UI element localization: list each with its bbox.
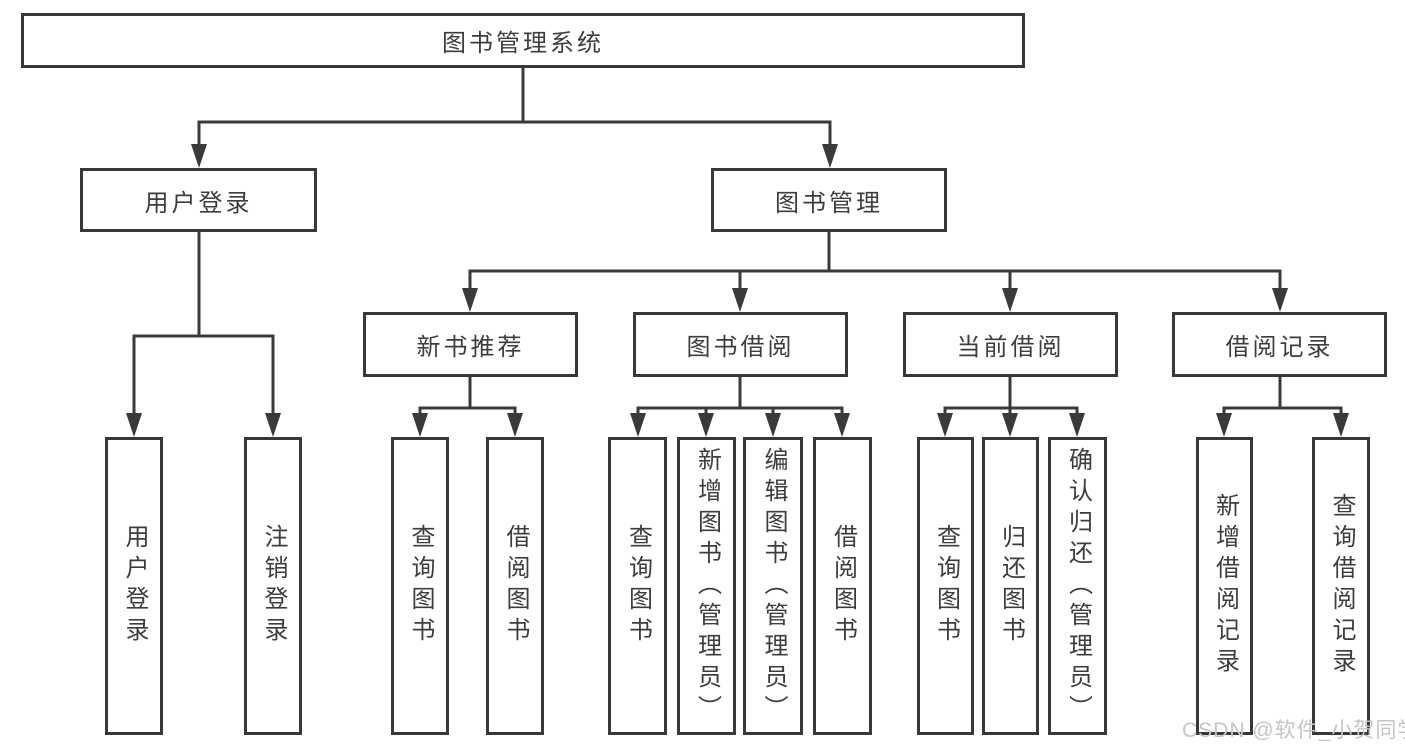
node-label: 确认归还（管理员） <box>1064 446 1092 726</box>
node-label: 当前借阅 <box>956 334 1065 361</box>
node-borrow-books-recommend: 借阅图书 <box>486 437 544 735</box>
arrowheads <box>126 144 1349 437</box>
node-label: 编辑图书（管理员） <box>760 446 787 726</box>
node-label: 新增图书（管理员） <box>693 446 721 726</box>
node-book-management: 图书管理 <box>711 168 947 232</box>
node-new-book-recommendation: 新书推荐 <box>363 312 578 377</box>
node-label: 注销登录 <box>260 524 287 648</box>
node-label: 图书管理 <box>775 189 883 217</box>
node-query-borrow-record: 查询借阅记录 <box>1312 437 1370 735</box>
node-add-books-admin: 新增图书（管理员） <box>677 437 736 735</box>
node-label: 图书借阅 <box>686 334 795 361</box>
node-label: 图书管理系统 <box>442 30 604 57</box>
node-library-management-system: 图书管理系统 <box>21 13 1025 68</box>
node-label: 新书推荐 <box>416 334 525 361</box>
node-add-borrow-record: 新增借阅记录 <box>1196 437 1253 735</box>
node-logout-leaf: 注销登录 <box>244 437 302 735</box>
node-label: 归还图书 <box>997 524 1025 648</box>
node-return-books: 归还图书 <box>982 437 1039 735</box>
node-edit-books-admin: 编辑图书（管理员） <box>743 437 803 735</box>
node-borrowing-records: 借阅记录 <box>1172 312 1387 377</box>
node-current-borrowing: 当前借阅 <box>903 312 1118 377</box>
node-borrow-books-leaf: 借阅图书 <box>813 437 872 735</box>
node-label: 查询图书 <box>932 524 960 648</box>
connector-lines <box>132 66 1343 419</box>
node-query-books-recommend: 查询图书 <box>391 437 449 735</box>
node-label: 查询图书 <box>407 524 434 648</box>
node-label: 借阅图书 <box>502 524 529 648</box>
node-label: 用户登录 <box>121 524 148 648</box>
node-user-login: 用户登录 <box>80 168 317 232</box>
node-label: 新增借阅记录 <box>1211 493 1239 679</box>
node-label: 查询借阅记录 <box>1328 493 1355 679</box>
node-label: 借阅图书 <box>829 524 857 648</box>
node-query-books-borrowing: 查询图书 <box>608 437 667 735</box>
node-confirm-return-admin: 确认归还（管理员） <box>1048 437 1107 735</box>
csdn-watermark: CSDN @软件_小贺同学 <box>1182 719 1405 742</box>
node-label: 用户登录 <box>144 189 253 217</box>
node-book-borrowing: 图书借阅 <box>633 312 848 377</box>
node-query-books-current: 查询图书 <box>917 437 974 735</box>
node-label: 借阅记录 <box>1225 334 1334 361</box>
node-label: 查询图书 <box>624 524 652 648</box>
node-user-login-leaf: 用户登录 <box>105 437 163 735</box>
